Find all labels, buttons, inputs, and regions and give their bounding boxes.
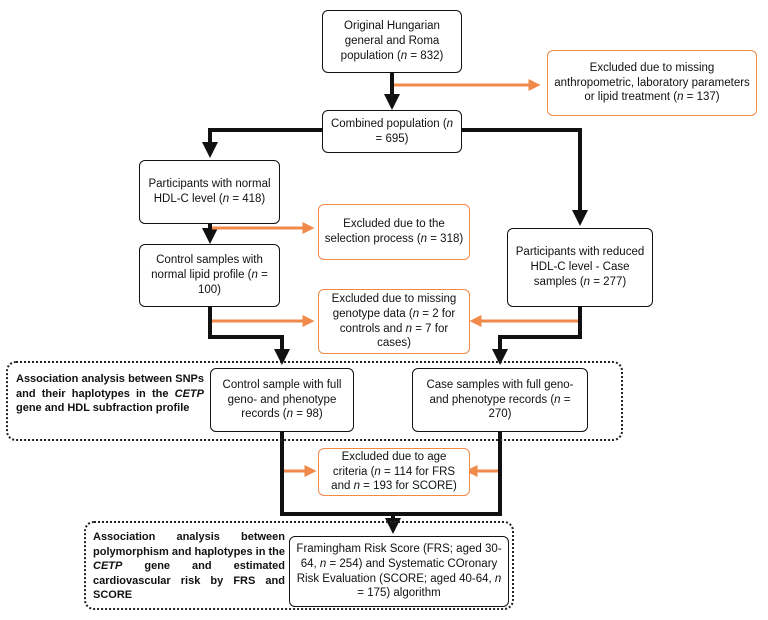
box-control-full-text: Control sample with full geno- and pheno… bbox=[222, 378, 342, 421]
box-normal-hdl-text: Participants with normal HDL-C level (n … bbox=[148, 178, 271, 205]
box-excluded-age-text: Excluded due to age criteria (n = 114 fo… bbox=[331, 450, 457, 493]
box-reduced-hdl: Participants with reduced HDL-C level - … bbox=[507, 228, 653, 307]
note-association-hdl-text: Association analysis between SNPs and th… bbox=[16, 373, 204, 415]
dotted-group-hdl-association bbox=[6, 361, 623, 441]
box-excluded-selection-text: Excluded due to the selection process (n… bbox=[324, 218, 464, 245]
line-control-to-full bbox=[208, 307, 290, 365]
box-original-population: Original Hungarian general and Roma popu… bbox=[322, 10, 462, 73]
box-control-normal-lipid-text: Control samples with normal lipid profil… bbox=[151, 254, 268, 296]
dotted-group-risk-association bbox=[84, 521, 514, 610]
line-combined-left bbox=[202, 128, 323, 158]
line-combined-right bbox=[460, 128, 588, 226]
box-combined-population: Combined population (n = 695) bbox=[322, 110, 462, 153]
box-excluded-genotype: Excluded due to missing genotype data (n… bbox=[318, 289, 470, 354]
box-excluded-missing-params-text: Excluded due to missing anthropometric, … bbox=[554, 61, 750, 104]
box-excluded-selection: Excluded due to the selection process (n… bbox=[318, 204, 470, 260]
box-excluded-age: Excluded due to age criteria (n = 114 fo… bbox=[318, 448, 470, 496]
box-reduced-hdl-text: Participants with reduced HDL-C level - … bbox=[515, 246, 645, 288]
note-association-risk-text: Association analysis between polymorphis… bbox=[93, 531, 285, 602]
box-excluded-genotype-text: Excluded due to missing genotype data (n… bbox=[331, 292, 457, 350]
box-risk-scores: Framingham Risk Score (FRS; aged 30-64, … bbox=[289, 536, 509, 607]
box-normal-hdl: Participants with normal HDL-C level (n … bbox=[139, 160, 280, 224]
box-original-text: Original Hungarian general and Roma popu… bbox=[340, 20, 444, 62]
box-combined-text: Combined population (n = 695) bbox=[330, 117, 454, 145]
note-association-hdl: Association analysis between SNPs and th… bbox=[16, 372, 204, 416]
box-excluded-missing-params: Excluded due to missing anthropometric, … bbox=[547, 50, 757, 116]
box-control-normal-lipid: Control samples with normal lipid profil… bbox=[139, 244, 280, 307]
line-case-to-full bbox=[492, 307, 582, 365]
note-association-risk: Association analysis between polymorphis… bbox=[93, 530, 285, 603]
box-case-full-records: Case samples with full geno- and phenoty… bbox=[412, 368, 588, 432]
box-control-full-records: Control sample with full geno- and pheno… bbox=[210, 368, 354, 432]
box-case-full-text: Case samples with full geno- and phenoty… bbox=[426, 378, 574, 421]
box-risk-scores-text: Framingham Risk Score (FRS; aged 30-64, … bbox=[296, 542, 502, 600]
